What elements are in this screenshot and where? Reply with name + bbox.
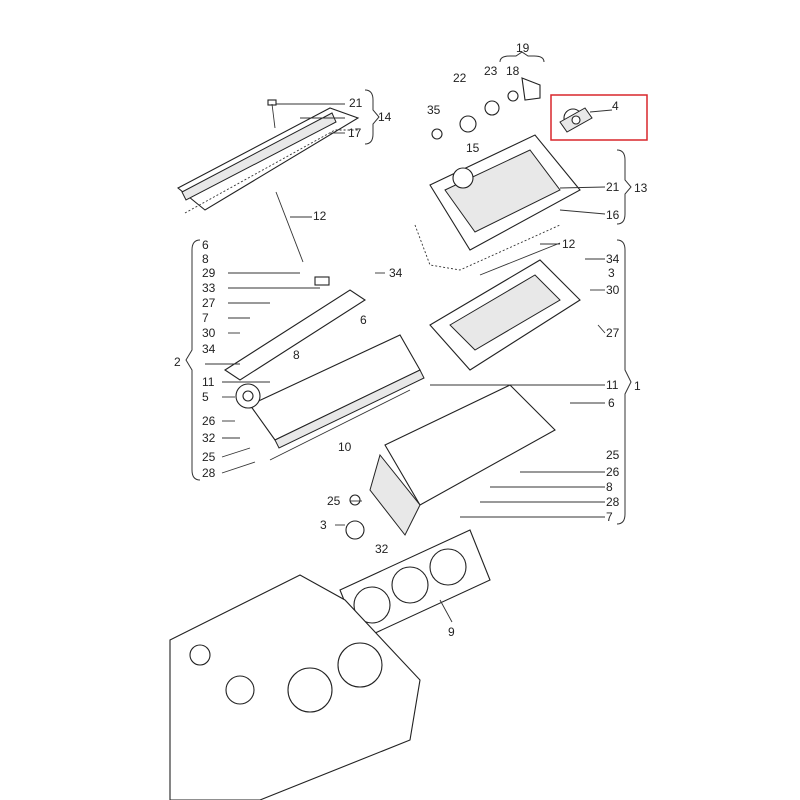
part-label-9: 9 [448, 625, 455, 639]
bracket-19 [499, 51, 545, 63]
part-label-32: 32 [202, 431, 216, 445]
part-label-6: 6 [608, 396, 615, 410]
part-label-5: 5 [202, 390, 209, 404]
part-label-27: 27 [202, 296, 216, 310]
camshaft-assembly-left [223, 276, 425, 461]
part-label-30: 30 [202, 326, 216, 340]
part-label-10: 10 [338, 440, 352, 454]
part-label-14: 14 [378, 110, 392, 124]
part-label-6: 6 [360, 313, 367, 327]
part-label-7: 7 [606, 510, 613, 524]
highlight-box-part-4 [550, 94, 648, 141]
part-label-3: 3 [608, 266, 615, 280]
part-label-29: 29 [202, 266, 216, 280]
bracket-13 [616, 149, 632, 225]
part-label-11: 11 [202, 375, 215, 389]
head-gasket [339, 529, 491, 641]
part-label-23: 23 [484, 64, 498, 78]
part-label-30: 30 [606, 283, 620, 297]
part-label-7: 7 [202, 311, 209, 325]
part-label-8: 8 [202, 252, 209, 266]
part-label-17: 17 [348, 126, 362, 140]
bracket-1 [616, 239, 632, 525]
cylinder-head-right [345, 384, 556, 540]
part-label-4: 4 [612, 99, 619, 113]
part-label-11: 11 [606, 378, 619, 392]
part-label-2: 2 [174, 355, 181, 369]
part-label-34: 34 [202, 342, 216, 356]
bearing-frame-right [429, 242, 581, 371]
part-label-26: 26 [606, 465, 620, 479]
part-label-32: 32 [375, 542, 389, 556]
long-bolt-12 [275, 191, 312, 263]
part-label-15: 15 [466, 141, 480, 155]
part-label-3: 3 [320, 518, 327, 532]
part-label-26: 26 [202, 414, 216, 428]
part-label-18: 18 [506, 64, 520, 78]
part-label-34: 34 [606, 252, 620, 266]
part-label-16: 16 [606, 208, 620, 222]
part-label-21: 21 [349, 96, 363, 110]
bracket-14 [364, 89, 380, 145]
part-label-19: 19 [516, 41, 530, 55]
part-label-8: 8 [293, 348, 300, 362]
part-label-34: 34 [389, 266, 403, 280]
part-label-12: 12 [313, 209, 327, 223]
part-label-13: 13 [634, 181, 648, 195]
part-label-8: 8 [606, 480, 613, 494]
part-label-22: 22 [453, 71, 467, 85]
leader-lines [205, 186, 606, 623]
part-number-labels: 2114171268293327730342115263225283468101… [174, 41, 648, 639]
part-label-12: 12 [562, 237, 576, 251]
part-label-35: 35 [427, 103, 441, 117]
engine-block [169, 574, 421, 800]
part-label-28: 28 [202, 466, 216, 480]
part-label-1: 1 [634, 379, 641, 393]
cylinder-head-cover-left [177, 99, 360, 214]
part-label-25: 25 [202, 450, 216, 464]
part-label-6: 6 [202, 238, 209, 252]
part-label-28: 28 [606, 495, 620, 509]
part-label-25: 25 [327, 494, 341, 508]
part-label-25: 25 [606, 448, 620, 462]
bracket-2 [185, 239, 201, 481]
part-label-27: 27 [606, 326, 620, 340]
part-label-33: 33 [202, 281, 216, 295]
part-label-21: 21 [606, 180, 620, 194]
